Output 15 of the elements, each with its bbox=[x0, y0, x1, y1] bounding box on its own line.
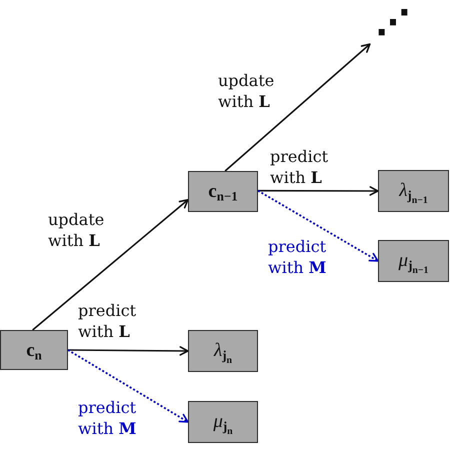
symbol-box: c$_{n}$ bbox=[0, 330, 68, 370]
ellipsis: ⋰ bbox=[370, 2, 416, 44]
edge-label: predict with M bbox=[78, 397, 138, 439]
dotted-arrow bbox=[68, 349, 189, 423]
edge-label: predict with L bbox=[78, 300, 138, 342]
arrow bbox=[224, 43, 371, 172]
edge-label: predict with L bbox=[270, 146, 330, 188]
edge-label: update with L bbox=[48, 209, 106, 251]
edge-label: update with L bbox=[218, 70, 276, 112]
arrow bbox=[68, 346, 189, 356]
arrow bbox=[32, 199, 189, 331]
symbol-box: c$_{n−1}$ bbox=[188, 171, 258, 212]
arrow bbox=[258, 186, 379, 196]
dotted-arrow bbox=[258, 190, 379, 262]
edge-label: predict with M bbox=[268, 236, 328, 278]
